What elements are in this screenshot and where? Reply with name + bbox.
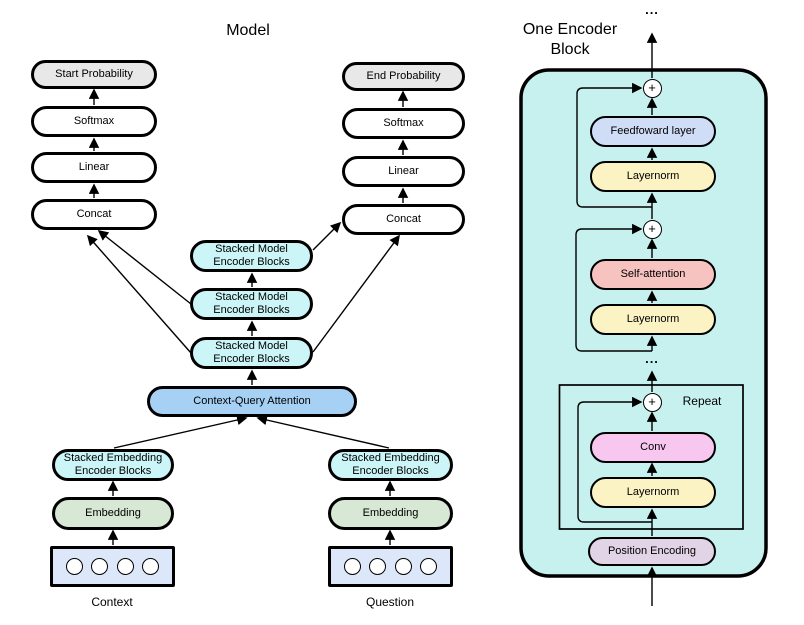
- node-linear-left: Linear: [31, 152, 157, 183]
- node-feedforward: Feedfoward layer: [590, 116, 716, 147]
- token-circle: [420, 558, 438, 575]
- plus-circle-mid: +: [642, 219, 662, 239]
- token-circle: [91, 558, 109, 575]
- encoder-title: One Encoder Block: [505, 20, 635, 60]
- ellipsis-mid: ...: [645, 351, 659, 366]
- token-circle: [369, 558, 387, 575]
- token-circle: [142, 558, 160, 575]
- question-label: Question: [365, 595, 415, 609]
- context-input-box: [50, 546, 175, 587]
- node-embedding-context: Embedding: [52, 497, 174, 530]
- node-embedding-question: Embedding: [328, 497, 453, 530]
- node-linear-right: Linear: [342, 156, 465, 187]
- ellipsis-top: ...: [645, 2, 659, 17]
- node-end-probability: End Probability: [342, 62, 465, 91]
- node-stacked-embedding-context: Stacked Embedding Encoder Blocks: [52, 449, 174, 481]
- encoder-arrows: [575, 32, 658, 606]
- node-stacked-model-encoder-2: Stacked Model Encoder Blocks: [190, 288, 313, 320]
- node-stacked-model-encoder-1: Stacked Model Encoder Blocks: [190, 240, 313, 272]
- node-self-attention: Self-attention: [590, 259, 716, 290]
- node-stacked-embedding-question: Stacked Embedding Encoder Blocks: [328, 449, 453, 481]
- node-layernorm-bottom: Layernorm: [590, 477, 716, 508]
- node-concat-left: Concat: [31, 199, 157, 230]
- node-position-encoding: Position Encoding: [588, 537, 716, 566]
- context-label: Context: [91, 595, 133, 609]
- context-token-row: [57, 558, 168, 575]
- node-conv: Conv: [590, 432, 716, 463]
- node-softmax-right: Softmax: [342, 108, 465, 139]
- encoder-title-line2: Block: [550, 41, 590, 58]
- plus-circle-bottom: +: [642, 392, 662, 412]
- node-start-probability: Start Probability: [31, 60, 157, 89]
- model-arrows: [86, 88, 409, 545]
- token-circle: [394, 558, 412, 575]
- node-stacked-model-encoder-3: Stacked Model Encoder Blocks: [190, 337, 313, 369]
- node-softmax-left: Softmax: [31, 106, 157, 137]
- repeat-label: Repeat: [682, 394, 722, 408]
- node-layernorm-top: Layernorm: [590, 161, 716, 192]
- repeat-group-rect: [558, 384, 744, 530]
- question-input-box: [328, 546, 453, 587]
- node-layernorm-mid: Layernorm: [590, 304, 716, 335]
- token-circle: [65, 558, 83, 575]
- question-token-row: [335, 558, 446, 575]
- token-circle: [116, 558, 134, 575]
- model-title: Model: [226, 22, 270, 39]
- plus-circle-top: +: [642, 78, 662, 98]
- token-circle: [343, 558, 361, 575]
- node-concat-right: Concat: [342, 204, 465, 235]
- encoder-title-line1: One Encoder: [522, 21, 618, 38]
- node-context-query-attention: Context-Query Attention: [147, 386, 357, 417]
